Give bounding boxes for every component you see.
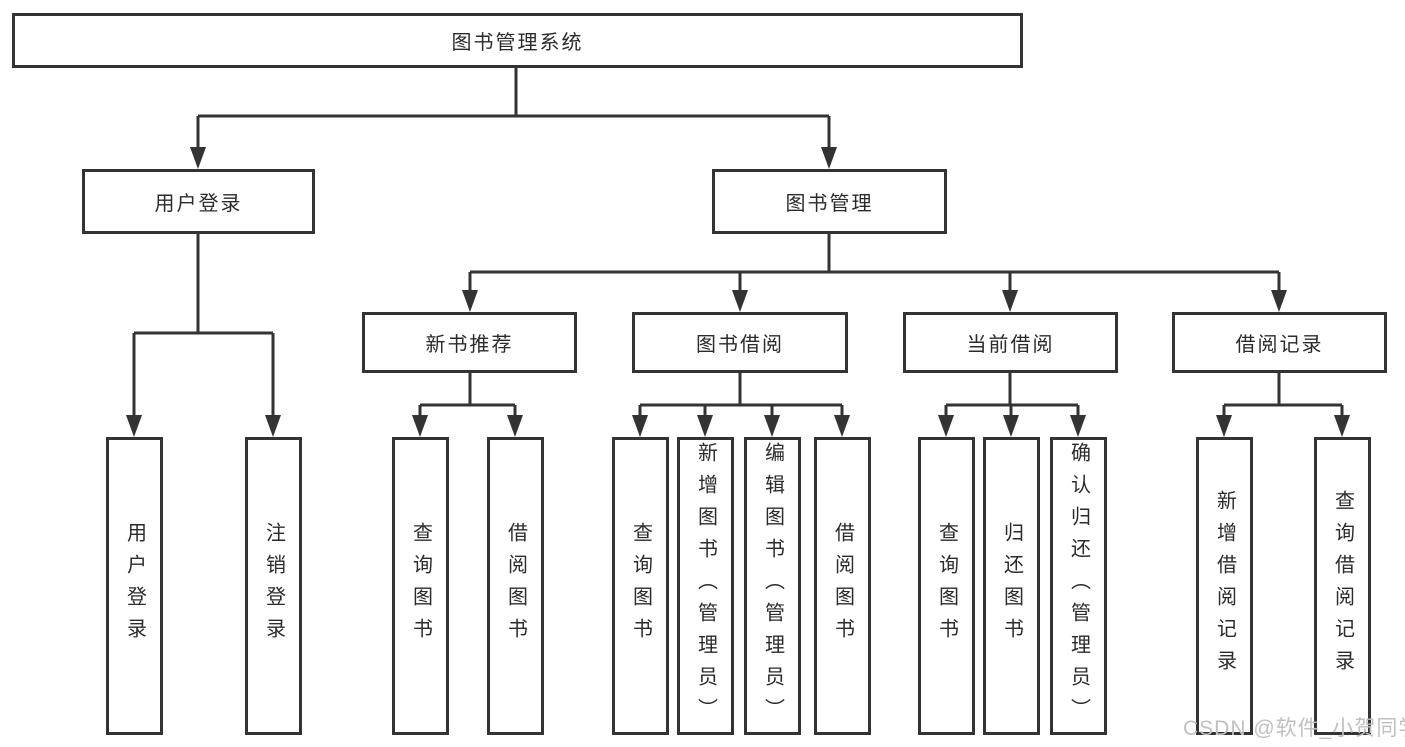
leaf-query-borrow-record: 查询借阅记录 — [1314, 437, 1371, 735]
node-label: 图书管理系统 — [451, 32, 584, 54]
node-book-management: 图书管理 — [712, 169, 947, 234]
leaf-logout: 注销登录 — [245, 437, 302, 735]
node-label: 用户登录 — [154, 193, 243, 215]
arrowheads — [126, 147, 1350, 437]
node-label: 借阅图书 — [831, 522, 854, 650]
node-label: 归还图书 — [1000, 522, 1023, 650]
node-label: 注销登录 — [262, 522, 285, 650]
node-label: 借阅图书 — [504, 522, 527, 650]
node-label: 新书推荐 — [425, 334, 514, 356]
leaf-borrow-books: 借阅图书 — [814, 437, 871, 735]
leaf-add-borrow-record: 新增借阅记录 — [1196, 437, 1253, 735]
leaf-user-login: 用户登录 — [106, 437, 163, 735]
node-label: 用户登录 — [123, 522, 146, 650]
node-label: 新增图书（管理员） — [694, 442, 717, 730]
node-label: 编辑图书（管理员） — [761, 442, 784, 730]
node-label: 新增借阅记录 — [1213, 490, 1236, 682]
node-borrowing-records: 借阅记录 — [1172, 312, 1387, 373]
node-book-borrowing: 图书借阅 — [632, 312, 848, 373]
node-current-borrowing: 当前借阅 — [903, 312, 1118, 373]
leaf-query-books-current: 查询图书 — [918, 437, 975, 735]
node-user-login: 用户登录 — [82, 169, 315, 234]
node-label: 确认归还（管理员） — [1067, 442, 1090, 730]
leaf-return-books: 归还图书 — [983, 437, 1040, 735]
node-new-book-recommend: 新书推荐 — [362, 312, 577, 373]
leaf-confirm-return-admin: 确认归还（管理员） — [1050, 437, 1107, 735]
leaf-query-books-borrow: 查询图书 — [612, 437, 669, 735]
node-label: 图书管理 — [785, 193, 874, 215]
node-library-management-system: 图书管理系统 — [12, 13, 1023, 68]
node-label: 查询借阅记录 — [1331, 490, 1354, 682]
leaf-query-books-recommend: 查询图书 — [392, 437, 449, 735]
leaf-borrow-books-recommend: 借阅图书 — [487, 437, 544, 735]
node-label: 查询图书 — [409, 522, 432, 650]
node-label: 图书借阅 — [696, 334, 784, 356]
csdn-watermark: CSDN @软件_小贺同学 — [1183, 717, 1405, 740]
node-label: 借阅记录 — [1235, 334, 1324, 356]
node-label: 当前借阅 — [966, 334, 1055, 356]
node-label: 查询图书 — [629, 522, 652, 650]
leaf-edit-books-admin: 编辑图书（管理员） — [744, 437, 801, 735]
leaf-add-books-admin: 新增图书（管理员） — [677, 437, 734, 735]
node-label: 查询图书 — [935, 522, 958, 650]
